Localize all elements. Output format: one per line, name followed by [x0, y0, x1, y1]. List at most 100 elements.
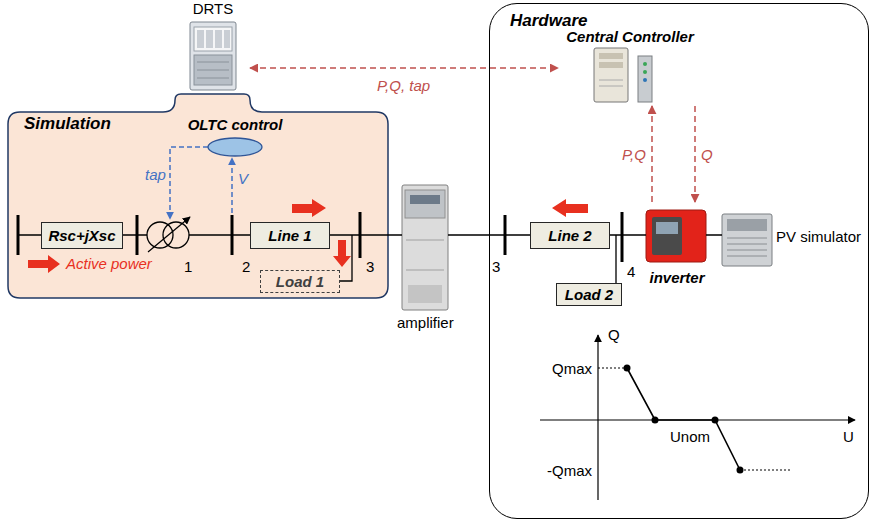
- amplifier-icon: [402, 185, 448, 310]
- bus-bar: [17, 215, 20, 255]
- rack-card: [224, 30, 230, 48]
- rack-line: [197, 78, 229, 79]
- bus-bar: [621, 212, 624, 262]
- rack-card: [215, 30, 222, 48]
- device-label: PV simulator: [776, 228, 861, 245]
- simulation-region: SimulationOLTC controlRsc+jXscLine 1Load…: [8, 92, 389, 299]
- load-box: Load 2: [556, 283, 622, 306]
- server-bay: [599, 62, 623, 68]
- impedance-box: Rsc+jXsc: [41, 222, 123, 249]
- server-bay: [599, 53, 623, 59]
- rack-line: [197, 62, 229, 63]
- droop-curve: [627, 368, 740, 470]
- cabinet: [402, 185, 448, 310]
- inverter-display: [656, 222, 678, 234]
- central-controller: Central Controller: [560, 28, 700, 104]
- drts-device: DRTS: [178, 0, 248, 92]
- bus-bar: [504, 215, 507, 255]
- qu-characteristic: [540, 335, 855, 500]
- signal-label: P,Q: [622, 146, 646, 163]
- server-tower: [594, 48, 628, 102]
- simulation-region: [8, 94, 388, 298]
- device-label: Central Controller: [566, 28, 694, 45]
- limit-line: [740, 469, 792, 470]
- axis-value: Unom: [670, 428, 710, 445]
- curve-point: [624, 365, 631, 372]
- limit-line: [598, 367, 627, 368]
- box-label: Load 2: [565, 286, 613, 303]
- bus-bar: [359, 212, 362, 258]
- bus-number: 3: [366, 258, 374, 275]
- inverter-body: [646, 210, 706, 262]
- pv-box: [722, 214, 772, 266]
- load-box: Load 1: [260, 270, 340, 293]
- pv-grille: [727, 256, 767, 257]
- dashed-connector: [250, 67, 558, 69]
- signal-label: P,Q, tap: [377, 77, 430, 94]
- ellipse-shape: [208, 138, 262, 156]
- pv-grille: [727, 244, 767, 245]
- power-arrow: [333, 240, 351, 267]
- rack-line: [197, 70, 229, 71]
- io-led: [643, 62, 647, 66]
- cabinet-panel: [405, 190, 445, 218]
- cabinet-display: [410, 195, 440, 204]
- wire: [18, 235, 722, 283]
- bus-bar: [18, 212, 622, 262]
- rack-panel: [194, 55, 232, 85]
- tap-signal: [170, 147, 208, 219]
- rack-panel: [194, 27, 232, 51]
- axis-label: Q: [608, 326, 620, 343]
- curve-point: [737, 467, 744, 474]
- rack-body: [190, 22, 236, 90]
- box-label: Rsc+jXsc: [48, 227, 115, 244]
- cabinet-line: [406, 240, 444, 241]
- curve-point: [712, 417, 719, 424]
- winding: [163, 222, 189, 248]
- dashed-connector: [694, 106, 696, 202]
- io-rack: [638, 56, 652, 102]
- bus-number: 3: [492, 258, 500, 275]
- device-label: DRTS: [193, 0, 234, 17]
- server-line: [599, 86, 623, 87]
- line-box: Line 1: [250, 222, 330, 249]
- bus-number: 1: [184, 258, 192, 275]
- signal-name: tap: [145, 166, 166, 183]
- device-label: inverter: [649, 269, 704, 286]
- controller-label: OLTC control: [188, 116, 283, 133]
- cabinet-line: [406, 270, 444, 271]
- axis-value: -Qmax: [547, 462, 592, 479]
- oltc-control-ellipse: OLTC control: [180, 116, 290, 160]
- tap-arrow: [148, 217, 190, 252]
- server-line: [599, 80, 623, 81]
- bus-bar: [231, 215, 234, 255]
- signal-label: Q: [701, 146, 713, 163]
- line-box: Line 2: [530, 222, 610, 249]
- box-label: Line 1: [268, 227, 311, 244]
- power-arrow: [552, 199, 588, 217]
- legend-text: Active power: [66, 255, 152, 272]
- oltc-transformer-symbol: [147, 217, 190, 252]
- pv-grille: [727, 250, 767, 251]
- inverter-device: inverter: [642, 204, 712, 286]
- rack-card: [206, 30, 213, 48]
- pv-grille: [727, 238, 767, 239]
- rack-card: [197, 30, 204, 48]
- inverter-face: [652, 217, 682, 255]
- bus-number: 4: [627, 263, 635, 280]
- box-label: Line 2: [548, 227, 591, 244]
- io-led: [643, 78, 647, 82]
- box-label: Load 1: [276, 273, 324, 290]
- server-icon: [594, 48, 652, 102]
- device-label: amplifier: [397, 314, 454, 331]
- signal-name: V: [238, 170, 248, 187]
- pv-simulator-icon: [722, 214, 772, 266]
- pv-panel: [727, 219, 767, 231]
- axis-label: U: [843, 428, 854, 445]
- axis: [597, 335, 598, 500]
- voltage-signal: [231, 158, 233, 213]
- bus-number: 2: [242, 258, 250, 275]
- drts-rack-icon: [190, 22, 236, 90]
- power-arrow: [292, 199, 326, 217]
